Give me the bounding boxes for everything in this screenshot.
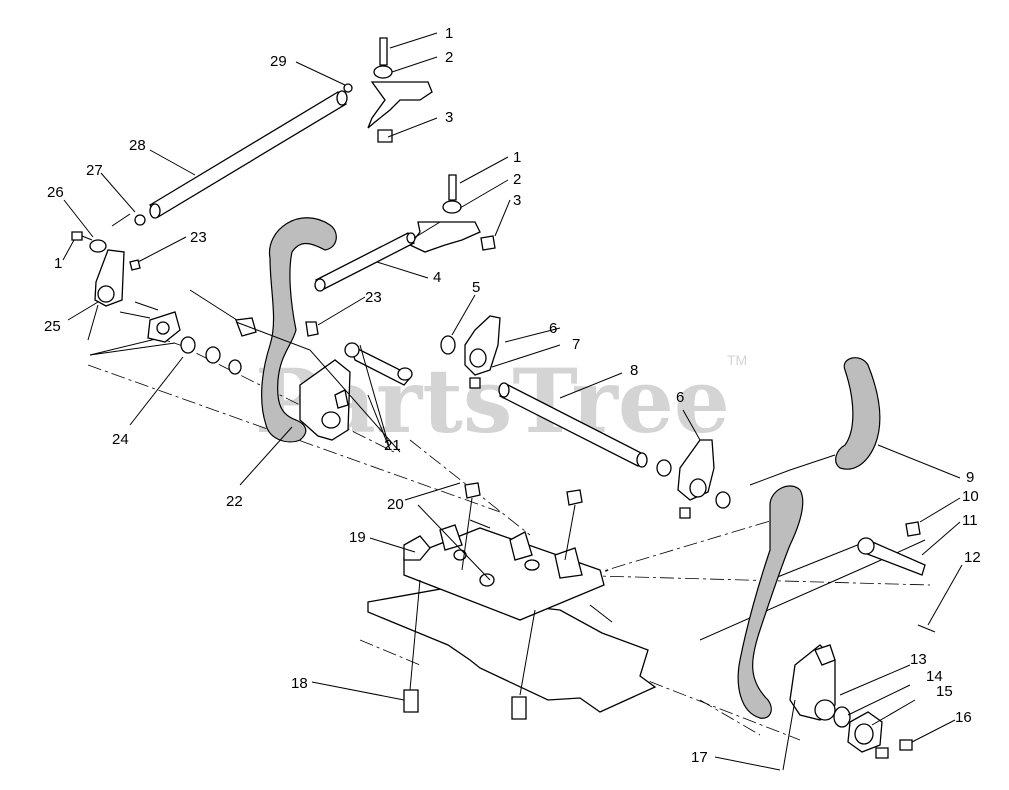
label-16: 16 bbox=[955, 709, 972, 726]
label-5: 5 bbox=[472, 279, 480, 296]
left-handle bbox=[261, 217, 351, 443]
shaft-8 bbox=[498, 382, 672, 477]
label-2-middle: 2 bbox=[513, 171, 521, 188]
label-13: 13 bbox=[910, 651, 927, 668]
label-24: 24 bbox=[112, 431, 129, 448]
label-7: 7 bbox=[572, 336, 580, 353]
trademark-text: TM bbox=[727, 352, 747, 368]
label-3-middle: 3 bbox=[513, 192, 521, 209]
label-9: 9 bbox=[966, 469, 974, 486]
pin-17 bbox=[782, 699, 796, 771]
label-23-left: 23 bbox=[190, 229, 207, 246]
upper-link-top bbox=[367, 37, 433, 143]
label-6-upper: 6 bbox=[549, 320, 557, 337]
crank-arm-upper bbox=[440, 315, 501, 389]
left-flange bbox=[119, 301, 242, 375]
label-11: 11 bbox=[962, 512, 978, 529]
label-27: 27 bbox=[86, 162, 103, 179]
label-23-center: 23 bbox=[365, 289, 382, 306]
label-12: 12 bbox=[964, 549, 981, 566]
label-19: 19 bbox=[349, 529, 366, 546]
bolts-18 bbox=[403, 497, 576, 720]
link-21 bbox=[189, 289, 413, 453]
label-29: 29 bbox=[270, 53, 287, 70]
label-15: 15 bbox=[936, 683, 953, 700]
label-14: 14 bbox=[926, 668, 943, 685]
label-4: 4 bbox=[433, 269, 441, 286]
label-21: 21 bbox=[384, 437, 401, 454]
upper-link-middle bbox=[408, 174, 496, 253]
label-20: 20 bbox=[387, 496, 404, 513]
leader-lines bbox=[62, 32, 963, 771]
handle-grip-9 bbox=[835, 357, 881, 470]
label-3-top: 3 bbox=[445, 109, 453, 126]
nut-20a bbox=[464, 482, 481, 499]
label-6-lower: 6 bbox=[676, 389, 684, 406]
nut-20b bbox=[566, 489, 583, 506]
label-8: 8 bbox=[630, 362, 638, 379]
label-1-middle: 1 bbox=[513, 149, 521, 166]
part-labels: 1 2 3 1 2 3 4 5 6 7 8 6 9 10 11 12 13 14… bbox=[44, 25, 981, 766]
label-28: 28 bbox=[129, 137, 146, 154]
rod-4 bbox=[314, 221, 441, 292]
label-26: 26 bbox=[47, 184, 64, 201]
crank-arm-lower bbox=[677, 439, 731, 519]
label-10: 10 bbox=[962, 488, 979, 505]
label-22: 22 bbox=[226, 493, 243, 510]
rod-28 bbox=[134, 83, 353, 226]
label-1-left: 1 bbox=[54, 255, 62, 272]
label-18: 18 bbox=[291, 675, 308, 692]
right-handle bbox=[737, 485, 836, 721]
parts-13-16 bbox=[833, 706, 913, 759]
parts-10-11-12 bbox=[857, 521, 936, 633]
label-1-top: 1 bbox=[445, 25, 453, 42]
pivot-arm-25 bbox=[71, 213, 141, 341]
label-25: 25 bbox=[44, 318, 61, 335]
label-17: 17 bbox=[691, 749, 708, 766]
label-2-top: 2 bbox=[445, 49, 453, 66]
